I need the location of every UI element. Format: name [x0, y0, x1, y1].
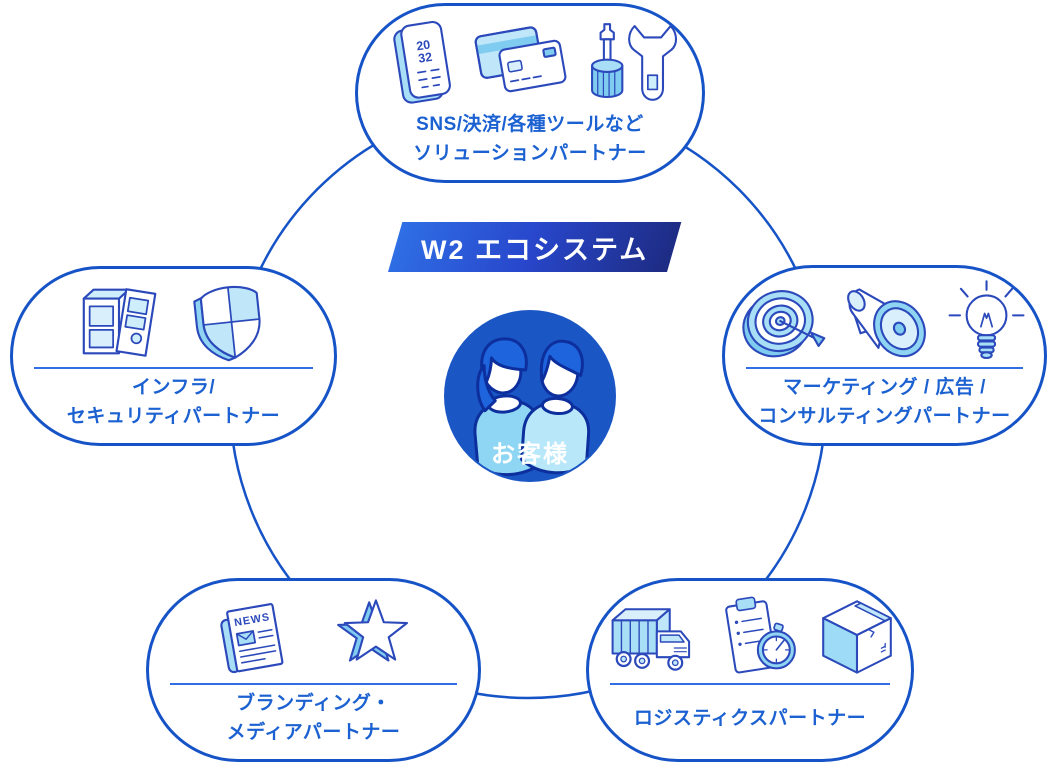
solution-partner-label: SNS/決済/各種ツールなど ソリューションパートナー	[413, 110, 647, 180]
bubble-logistics-partner: ロジスティクスパートナー	[586, 578, 914, 762]
logistics-partner-label: ロジスティクスパートナー	[634, 685, 866, 759]
shield-icon	[192, 284, 263, 362]
server-cabinet-icon	[82, 288, 156, 357]
label-line: ブランディング・	[236, 693, 391, 714]
bubble-marketing-partner: マーケティング / 広告 / コンサルティングパートナー	[722, 265, 1047, 446]
logistics-divider	[609, 683, 891, 685]
newspaper-icon: NEWS	[219, 603, 283, 674]
marketing-divider	[745, 367, 1024, 369]
label-line: インフラ/	[131, 377, 216, 398]
solution-icon-row: 20 32	[380, 6, 680, 110]
phone-screen-text-2: 32	[417, 50, 433, 66]
customer-circle: お客様	[442, 308, 618, 484]
smartphone-icon: 20 32	[393, 20, 451, 104]
phone-screen-text-1: 20	[415, 37, 431, 53]
branding-icon-row: NEWS	[204, 581, 424, 683]
infra-partner-label: インフラ/ セキュリティパートナー	[67, 369, 280, 443]
banner-title: W2 エコシステム	[421, 234, 649, 265]
infra-icon-row	[70, 269, 278, 367]
credit-cards-icon	[474, 26, 567, 93]
two-customers-icon	[444, 310, 616, 482]
branding-partner-label: ブランディング・ メディアパートナー	[227, 685, 401, 759]
target-icon	[741, 289, 825, 357]
logistics-icon-row	[596, 581, 904, 683]
customer-label: お客様	[491, 441, 569, 468]
bubble-branding-partner: NEWS ブランディング・ メディアパートナー	[146, 578, 481, 762]
clipboard-stopwatch-icon	[725, 596, 796, 674]
truck-icon	[611, 608, 691, 671]
marketing-partner-label: マーケティング / 広告 / コンサルティングパートナー	[758, 369, 1010, 443]
bubble-solution-partner: 20 32	[355, 3, 705, 183]
lightbulb-icon	[948, 279, 1025, 359]
branding-divider	[170, 683, 457, 685]
bubble-infra-partner: インフラ/ セキュリティパートナー	[10, 266, 337, 446]
package-box-icon	[822, 600, 892, 674]
infra-divider	[33, 367, 314, 369]
label-line: マーケティング / 広告 /	[783, 377, 986, 398]
label-line: ソリューションパートナー	[413, 143, 647, 164]
label-line: ロジスティクスパートナー	[633, 707, 867, 729]
ecosystem-banner: W2 エコシステム	[388, 222, 682, 272]
label-line: メディアパートナー	[226, 722, 401, 743]
label-line: コンサルティングパートナー	[758, 406, 1011, 427]
megaphone-icon	[846, 287, 926, 357]
star-icon	[336, 599, 408, 662]
marketing-icon-row	[738, 268, 1032, 367]
label-line: セキュリティパートナー	[66, 406, 281, 427]
label-line: SNS/決済/各種ツールなど	[416, 114, 644, 135]
screwdriver-wrench-icon	[591, 23, 678, 101]
